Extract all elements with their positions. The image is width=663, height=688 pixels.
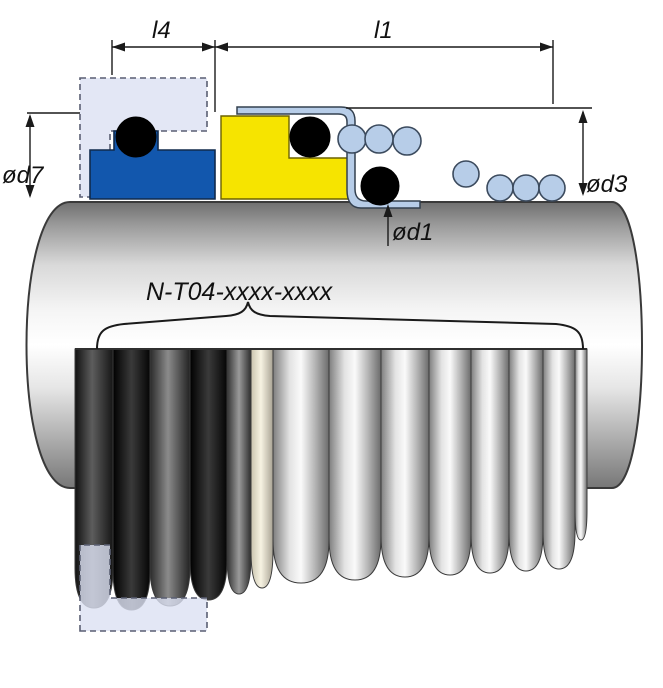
spring-coil-sections [337, 124, 566, 202]
arrow-up-icon [383, 204, 393, 217]
dimension-l4: l4 [111, 17, 216, 112]
arrow-left-icon [215, 42, 228, 52]
coil-band-5 [470, 348, 510, 574]
dimension-d1: ød1 [383, 204, 433, 246]
brace [96, 301, 584, 350]
seal-face-yellow [220, 115, 349, 200]
spring-coil-section-6 [512, 174, 540, 202]
ring-band-3 [149, 348, 191, 607]
spring-coil-section-3 [392, 126, 422, 156]
dimension-l1: l1 [215, 17, 554, 104]
arrow-up-icon [578, 110, 588, 123]
part-number-label: N-T04-xxxx-xxxx [146, 278, 334, 306]
coil-band-2 [328, 348, 382, 581]
dimension-d7-label: ød7 [2, 162, 45, 189]
spring-coil-section-1 [337, 124, 367, 154]
o-ring-face [289, 116, 331, 158]
part-number-callout: N-T04-xxxx-xxxx [96, 278, 584, 350]
arrow-right-icon [202, 42, 215, 52]
coil-band-4 [428, 348, 472, 576]
gland-outline-bottom [79, 544, 208, 632]
dimension-d7: ød7 [2, 112, 80, 198]
spring-coil-section-4 [452, 160, 480, 188]
coil-band-6 [508, 348, 544, 572]
dimension-l4-label: l4 [152, 17, 171, 44]
ring-band-4 [189, 348, 228, 601]
o-ring-shaft [360, 166, 400, 206]
o-ring-seat [115, 116, 157, 158]
spring-coil-section-5 [486, 174, 514, 202]
seal-ring-cream [250, 348, 274, 589]
ring-band-5 [226, 348, 252, 595]
coil-band-edge [574, 348, 588, 541]
dimension-d3-label: ød3 [586, 171, 628, 198]
coil-band-1 [272, 348, 330, 584]
dimension-d3: ød3 [346, 107, 628, 198]
arrow-right-icon [540, 42, 553, 52]
coil-band-3 [380, 348, 430, 578]
seal-body-3d [74, 348, 588, 611]
dimension-l1-label: l1 [374, 17, 393, 44]
spring-coil-section-2 [364, 124, 394, 154]
spring-coil-section-7 [538, 174, 566, 202]
arrow-down-icon [25, 185, 35, 198]
coil-band-7 [542, 348, 576, 570]
arrow-down-icon [578, 183, 588, 196]
dimension-d1-label: ød1 [392, 219, 433, 246]
spring-retainer-strip [236, 106, 421, 209]
arrow-left-icon [112, 42, 125, 52]
arrow-up-icon [25, 114, 35, 127]
ring-band-2 [112, 348, 151, 611]
gland-outline-top [79, 77, 208, 198]
